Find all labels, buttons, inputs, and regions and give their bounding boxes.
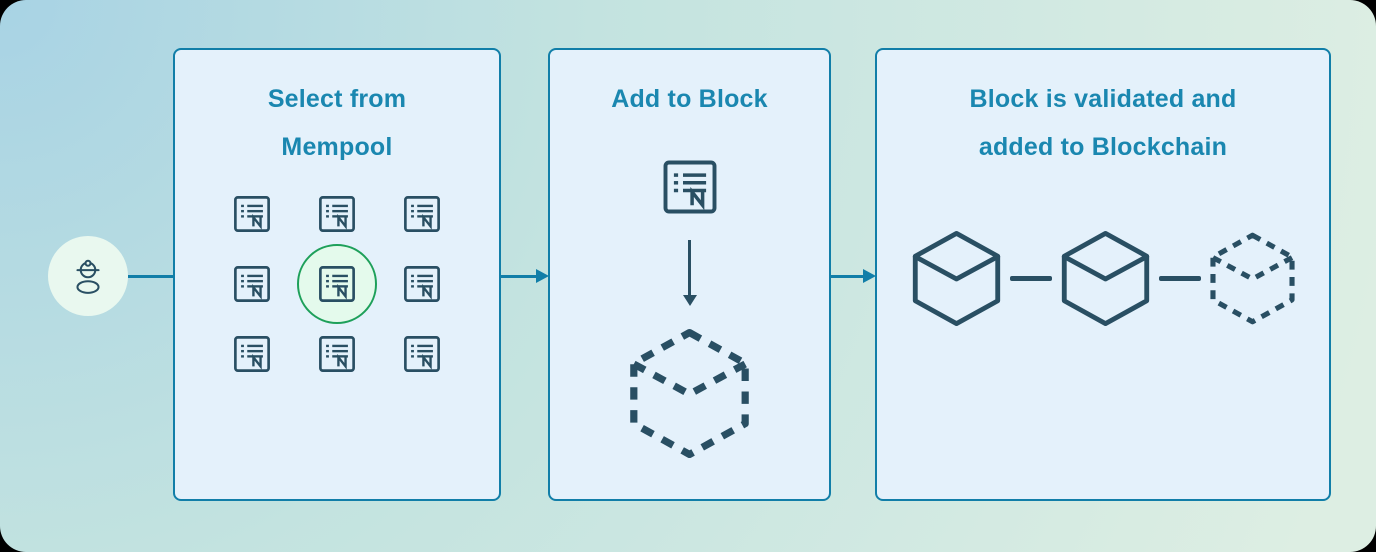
transaction-icon xyxy=(318,265,356,303)
transaction-icon xyxy=(233,265,271,303)
transaction-cell-selected xyxy=(297,244,377,324)
mempool-transaction-grid xyxy=(233,195,441,373)
transaction-icon xyxy=(403,195,441,233)
dashed-cube-icon xyxy=(1206,232,1299,325)
cube-icon xyxy=(908,230,1005,327)
selected-transaction-ring xyxy=(297,244,377,324)
panel-title-line: Mempool xyxy=(281,133,393,161)
miner-icon xyxy=(72,259,104,294)
panel-blockchain: Block is validated and added to Blockcha… xyxy=(875,48,1331,501)
transaction-icon xyxy=(318,335,356,373)
panel-title-line: Select from xyxy=(267,85,407,113)
transaction-icon xyxy=(233,195,271,233)
cube-icon xyxy=(1057,230,1154,327)
transaction-icon xyxy=(403,335,441,373)
transaction-cell xyxy=(403,335,441,373)
blockchain-row xyxy=(908,230,1299,327)
transaction-cell xyxy=(403,265,441,303)
transaction-cell xyxy=(233,195,271,233)
transaction-cell xyxy=(318,335,356,373)
panel-select-from-mempool: Select from Mempool xyxy=(173,48,501,501)
arrow-addblock-to-blockchain xyxy=(831,269,876,284)
down-arrow xyxy=(682,240,697,306)
miner-avatar xyxy=(48,236,128,316)
transaction-icon xyxy=(318,195,356,233)
connector-line-miner-to-mempool xyxy=(128,275,173,278)
dashed-cube-icon xyxy=(624,328,755,459)
panel-title-line: Block is validated and xyxy=(969,85,1237,113)
chain-link-line xyxy=(1009,276,1052,281)
panel-title: Block is validated and added to Blockcha… xyxy=(970,75,1237,171)
panel-title-line: added to Blockchain xyxy=(978,133,1228,161)
transaction-icon xyxy=(403,265,441,303)
transaction-cell xyxy=(233,335,271,373)
transaction-cell xyxy=(233,265,271,303)
panel-title: Select from Mempool xyxy=(268,75,406,171)
transaction-cell xyxy=(318,195,356,233)
transaction-icon xyxy=(662,159,718,215)
arrow-mempool-to-addblock xyxy=(501,269,549,284)
transaction-cell xyxy=(403,195,441,233)
transaction-icon xyxy=(233,335,271,373)
panel-title-line: Add to Block xyxy=(611,85,768,113)
panel-title: Add to Block xyxy=(611,75,768,123)
chain-link-line xyxy=(1158,276,1201,281)
panel-add-to-block: Add to Block xyxy=(548,48,831,501)
